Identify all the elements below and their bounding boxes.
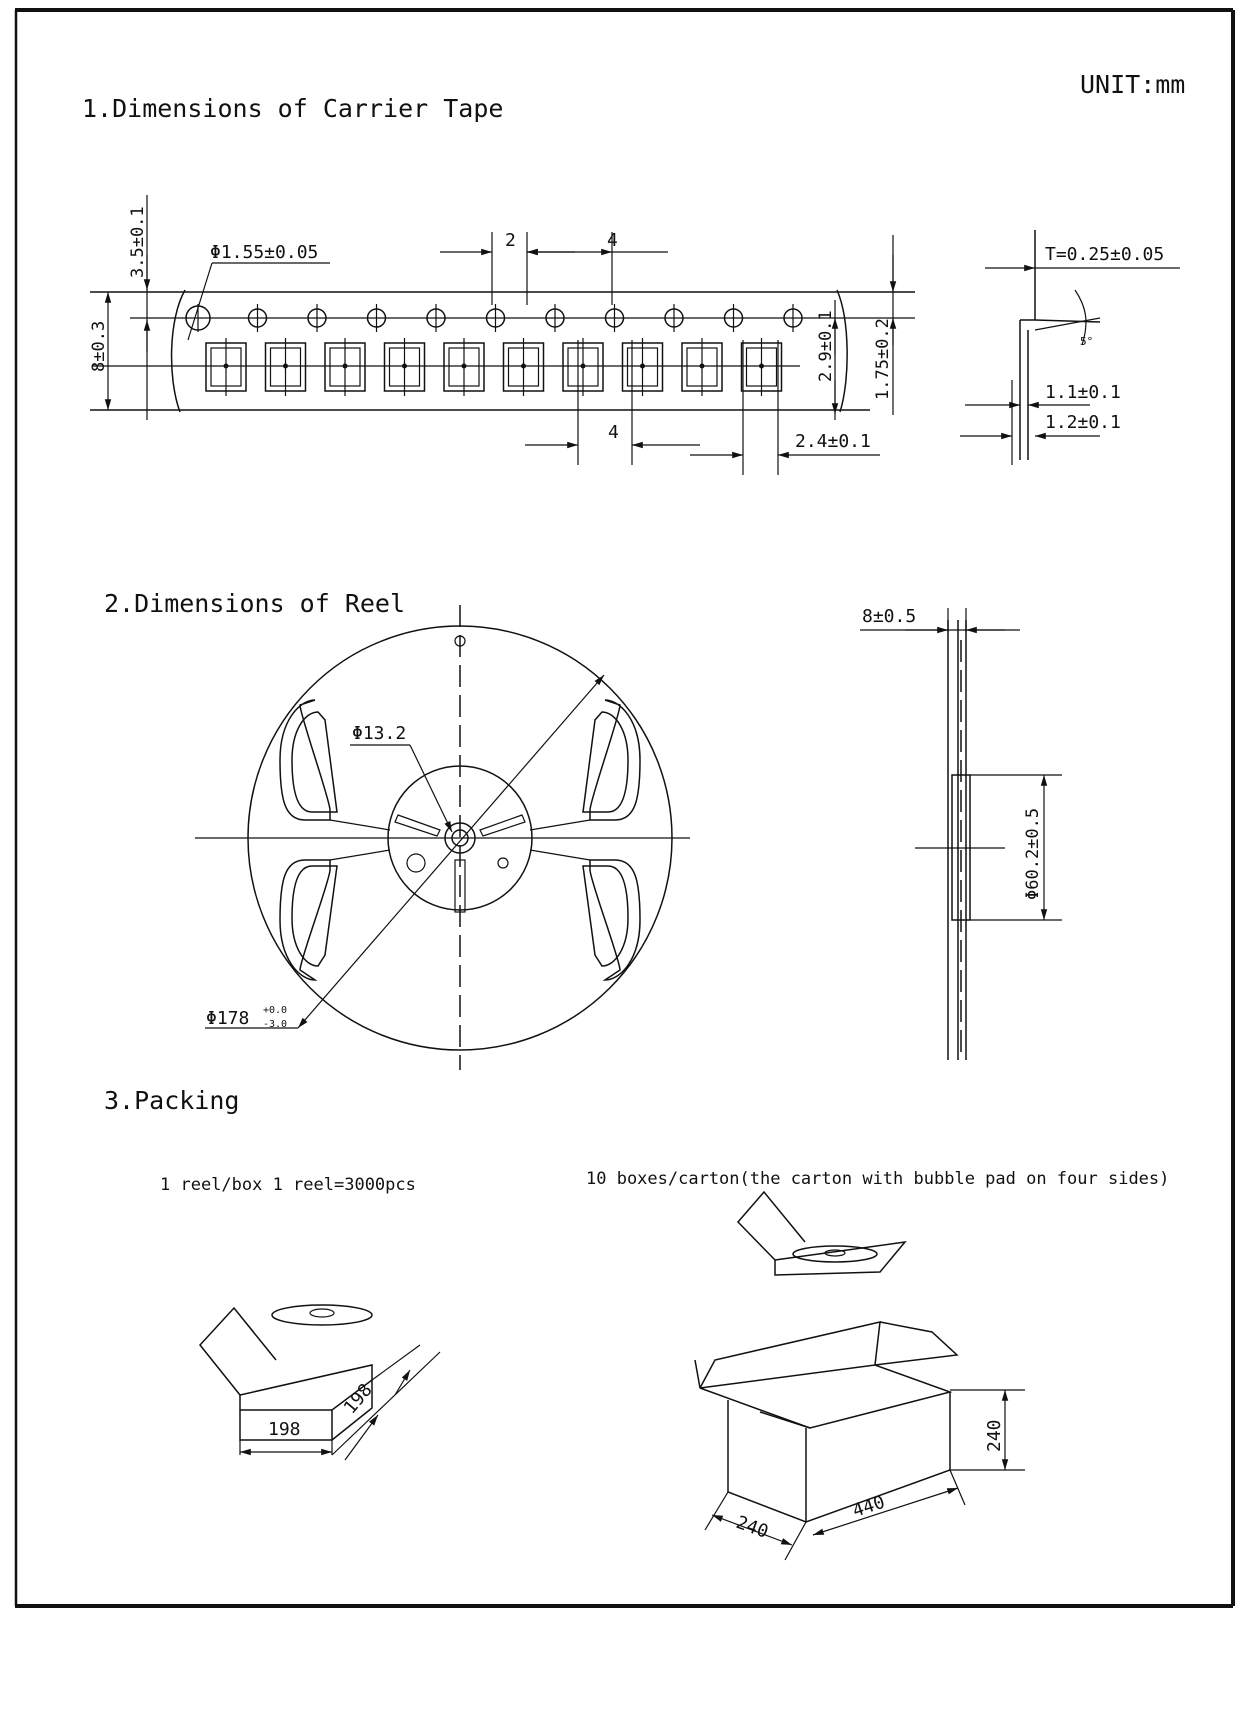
reel-box-illustration xyxy=(199,1304,441,1461)
pocket xyxy=(443,338,485,396)
carrier-tape-drawing xyxy=(90,195,1180,475)
sprocket-holes xyxy=(185,304,803,332)
packing-title: 3.Packing xyxy=(104,1086,239,1115)
dim-hub-dia: Φ13.2 xyxy=(352,723,406,744)
small-box-illustration xyxy=(736,1190,907,1276)
reel-side-view xyxy=(860,608,1062,1060)
pocket xyxy=(502,338,545,396)
dim-side-a: 1.1±0.1 xyxy=(1045,382,1121,403)
carton-dim-length: 440 xyxy=(850,1492,887,1522)
dim-hub-outer: Φ60.2±0.5 xyxy=(1023,808,1043,900)
dim-angle: 5° xyxy=(1080,335,1093,348)
dim-hole-offset: 2 xyxy=(505,230,516,251)
component-pockets xyxy=(205,338,783,396)
box-dim-depth: 198 xyxy=(340,1380,377,1418)
carton-note: 10 boxes/carton(the carton with bubble p… xyxy=(586,1169,1169,1189)
box-dim-width: 198 xyxy=(268,1419,301,1440)
dim-outer-dia: Φ178 xyxy=(206,1008,249,1029)
pocket xyxy=(562,338,604,396)
pocket xyxy=(205,338,247,396)
carton-illustration xyxy=(694,1321,1025,1561)
pocket xyxy=(681,338,723,396)
dim-edge-to-hole: 3.5±0.1 xyxy=(128,206,148,278)
pocket xyxy=(621,338,664,396)
dim-pocket-pitch: 4 xyxy=(608,422,619,443)
carton-dim-depth: 240 xyxy=(733,1512,771,1543)
dim-hole-pitch: 4 xyxy=(607,230,618,251)
carrier-tape-title: 1.Dimensions of Carrier Tape xyxy=(82,94,503,123)
pocket xyxy=(264,338,307,396)
dim-tape-width: 8±0.3 xyxy=(89,321,109,372)
dim-outer-tol-plus: +0.0 xyxy=(263,1005,287,1016)
dim-pocket-width: 2.4±0.1 xyxy=(795,431,871,452)
dim-side-b: 1.2±0.1 xyxy=(1045,412,1121,433)
dim-thickness: T=0.25±0.05 xyxy=(1045,244,1164,265)
dim-outer-tol-minus: -3.0 xyxy=(263,1019,287,1030)
pocket xyxy=(324,338,366,396)
pocket xyxy=(383,338,426,396)
pocket xyxy=(740,338,783,396)
dim-sprocket-dia: Φ1.55±0.05 xyxy=(210,242,318,263)
sheet-border xyxy=(14,8,1235,1608)
unit-label: UNIT:mm xyxy=(1080,70,1185,99)
dim-hole-to-edge: 1.75±0.2 xyxy=(873,318,893,400)
reel-title: 2.Dimensions of Reel xyxy=(104,589,405,618)
carton-dim-height: 240 xyxy=(984,1419,1005,1452)
box-note: 1 reel/box 1 reel=3000pcs xyxy=(160,1175,416,1195)
dim-reel-width: 8±0.5 xyxy=(862,606,916,627)
dim-pocket-depth: 2.9±0.1 xyxy=(816,310,836,382)
reel-front-view xyxy=(195,605,690,1070)
